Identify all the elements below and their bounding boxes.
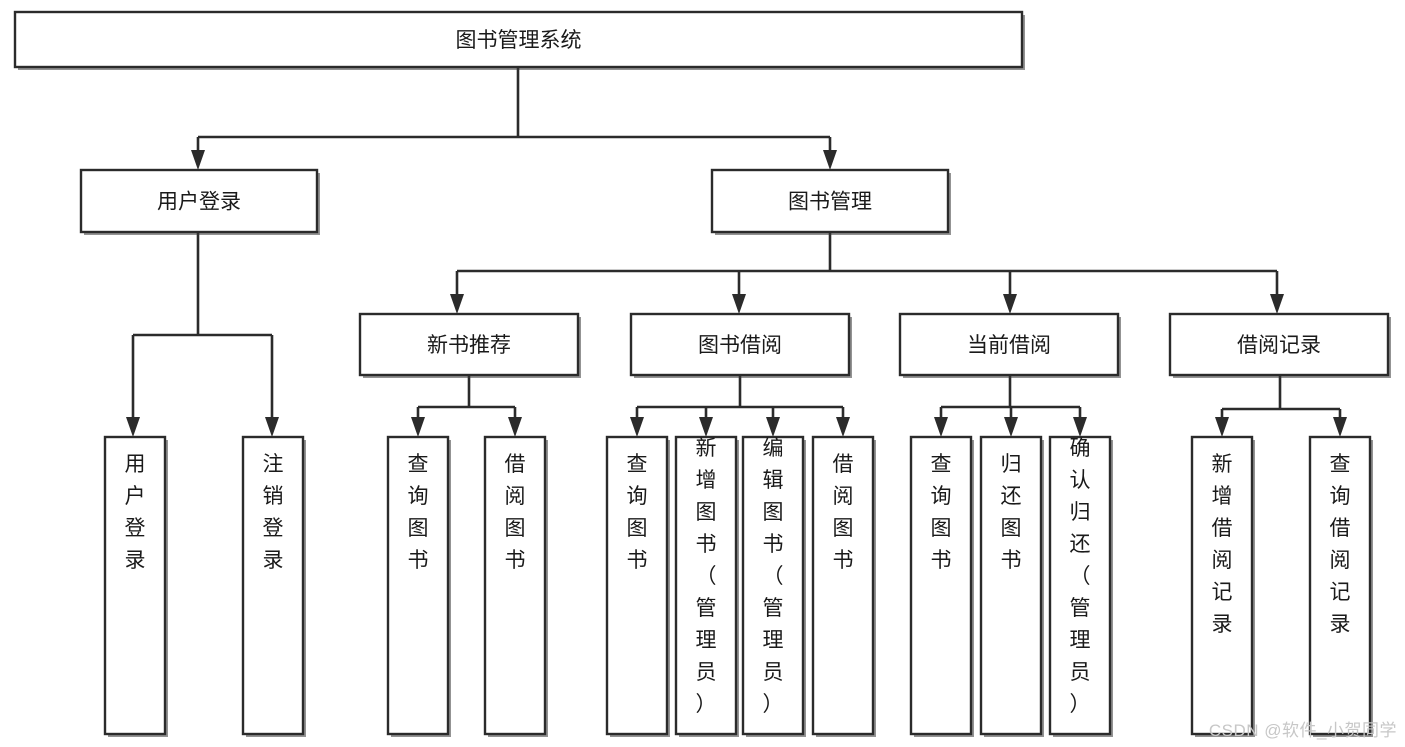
node-box <box>674 435 738 736</box>
connector-layer <box>126 67 1347 437</box>
node-label: 查询图书 <box>408 453 429 572</box>
node-label: 注销登录 <box>263 453 284 572</box>
node-box <box>811 435 875 736</box>
node-label: 借阅记录 <box>1237 334 1321 357</box>
node-layer: 图书管理系统用户登录图书管理新书推荐图书借阅当前借阅借阅记录用户登录注销登录查询… <box>13 10 1391 737</box>
connector-user-login-to-leaf2 <box>265 335 279 437</box>
node-leaf-confirm-return[interactable]: 确认归还（管理员） <box>1048 435 1113 737</box>
connector-recommend-to-leaf2 <box>508 407 522 437</box>
node-label: 归还图书 <box>1001 453 1022 572</box>
connector-current-to-leaf3 <box>1073 407 1087 437</box>
node-label: 查询借阅记录 <box>1330 453 1351 636</box>
node-label: 图书管理 <box>788 191 872 214</box>
node-box <box>386 435 450 736</box>
node-box <box>741 435 805 736</box>
node-box <box>605 435 669 736</box>
connector-user-login-to-leaf1 <box>126 335 140 437</box>
node-box <box>1168 312 1390 377</box>
connector-bm-to-recommend <box>450 271 464 314</box>
node-label: 新增借阅记录 <box>1212 453 1233 636</box>
connector-record-to-leaf2 <box>1333 409 1347 437</box>
node-current-borrow[interactable]: 当前借阅 <box>898 312 1121 378</box>
node-label: 用户登录 <box>125 453 146 572</box>
connector-borrow-to-leaf4 <box>836 407 850 437</box>
node-leaf-user-logout[interactable]: 注销登录 <box>241 435 306 737</box>
node-book-borrow[interactable]: 图书借阅 <box>629 312 852 378</box>
node-label: 新增图书（管理员） <box>696 437 717 716</box>
connector-bm-to-borrow <box>732 271 746 314</box>
node-leaf-borrow-book[interactable]: 借阅图书 <box>811 435 876 737</box>
connector-root-to-user-login <box>191 137 205 170</box>
connector-borrow-to-leaf3 <box>766 407 780 437</box>
node-label: 图书管理系统 <box>456 29 582 52</box>
node-box <box>710 168 950 234</box>
node-label: 查询图书 <box>931 453 952 572</box>
csdn-watermark: CSDN @软件_小贺同学 <box>1208 721 1397 740</box>
node-leaf-query-book-borrow[interactable]: 查询图书 <box>605 435 670 737</box>
node-box <box>979 435 1043 736</box>
connector-current-to-leaf2 <box>1004 407 1018 437</box>
node-box <box>629 312 851 377</box>
node-label: 新书推荐 <box>427 334 511 357</box>
connector-borrow-to-leaf2 <box>699 407 713 437</box>
node-label: 用户登录 <box>157 191 241 214</box>
node-new-book-recommend[interactable]: 新书推荐 <box>358 312 581 378</box>
node-book-management[interactable]: 图书管理 <box>710 168 951 235</box>
node-box <box>358 312 580 377</box>
node-box <box>79 168 319 234</box>
node-box <box>103 435 167 736</box>
node-leaf-edit-book[interactable]: 编辑图书（管理员） <box>741 435 806 737</box>
node-box <box>1308 435 1372 736</box>
node-leaf-query-borrow-record[interactable]: 查询借阅记录 <box>1308 435 1373 737</box>
node-label: 图书借阅 <box>698 334 782 357</box>
node-label: 确认归还（管理员） <box>1070 437 1091 716</box>
node-leaf-query-book-recommend[interactable]: 查询图书 <box>386 435 451 737</box>
node-box <box>898 312 1120 377</box>
node-leaf-add-borrow-record[interactable]: 新增借阅记录 <box>1190 435 1255 737</box>
connector-root-to-book-management <box>823 137 837 170</box>
node-leaf-user-login[interactable]: 用户登录 <box>103 435 168 737</box>
node-borrow-record[interactable]: 借阅记录 <box>1168 312 1391 378</box>
node-leaf-add-book[interactable]: 新增图书（管理员） <box>674 435 739 737</box>
node-leaf-return-book[interactable]: 归还图书 <box>979 435 1044 737</box>
node-user-login[interactable]: 用户登录 <box>79 168 320 235</box>
node-box <box>241 435 305 736</box>
node-leaf-query-book-current[interactable]: 查询图书 <box>909 435 974 737</box>
connector-current-to-leaf1 <box>934 407 948 437</box>
connector-borrow-to-leaf1 <box>630 407 644 437</box>
node-leaf-borrow-book-recommend[interactable]: 借阅图书 <box>483 435 548 737</box>
connector-bm-to-record <box>1270 271 1284 314</box>
node-box <box>483 435 547 736</box>
node-label: 借阅图书 <box>833 453 854 572</box>
node-root[interactable]: 图书管理系统 <box>13 10 1025 70</box>
connector-bm-to-current <box>1003 271 1017 314</box>
connector-record-to-leaf1 <box>1215 409 1229 437</box>
node-label: 当前借阅 <box>967 334 1051 357</box>
node-box <box>13 10 1024 69</box>
node-label: 编辑图书（管理员） <box>763 437 784 716</box>
node-label: 借阅图书 <box>505 453 526 572</box>
node-label: 查询图书 <box>627 453 648 572</box>
node-box <box>909 435 973 736</box>
node-box <box>1048 435 1112 736</box>
node-box <box>1190 435 1254 736</box>
connector-recommend-to-leaf1 <box>411 407 425 437</box>
